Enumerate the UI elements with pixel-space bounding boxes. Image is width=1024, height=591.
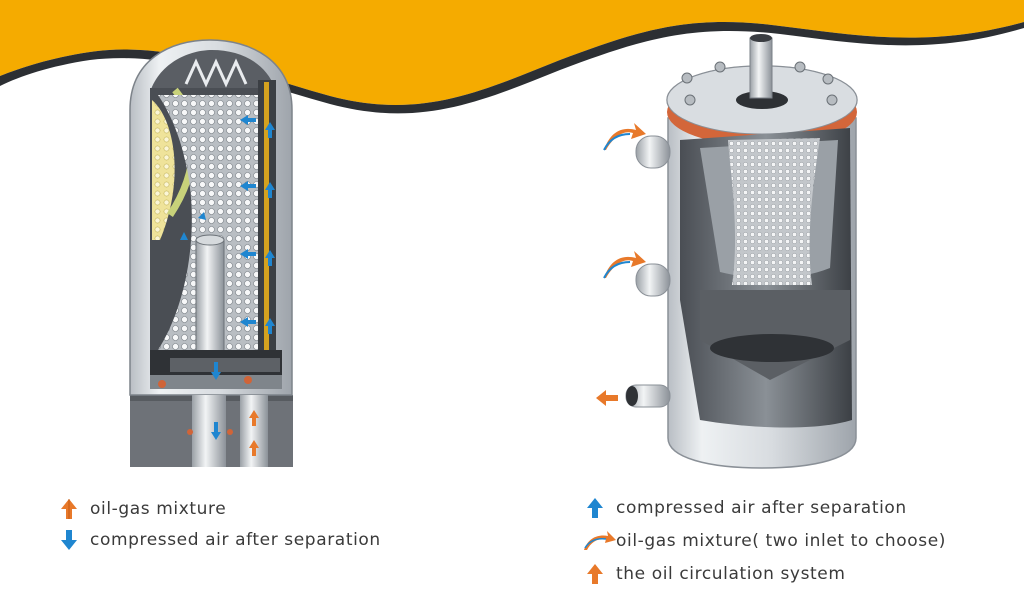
legend-label: compressed air after separation	[90, 529, 381, 550]
orange-up-arrow-icon	[582, 561, 616, 587]
oil-return-arrow	[596, 390, 618, 406]
separator-tank	[596, 34, 858, 469]
blue-up-arrow-icon	[582, 495, 616, 521]
spring	[184, 58, 248, 88]
inlet-arrow-upper	[604, 123, 646, 150]
inlet-pipe-upper	[635, 135, 671, 169]
top-outlet-pipe	[749, 37, 773, 99]
legend-label: oil-gas mixture	[90, 498, 227, 519]
legend-label: oil-gas mixture( two inlet to choose)	[616, 530, 947, 551]
legend-label: compressed air after separation	[616, 497, 907, 518]
banner-wave	[0, 0, 1024, 106]
blue-down-arrow-icon	[56, 527, 90, 553]
legend-item: the oil circulation system	[582, 557, 946, 590]
legend-item: compressed air after separation	[56, 524, 381, 555]
legend-item: compressed air after separation	[582, 491, 946, 524]
central-tube	[195, 239, 225, 361]
cartridge-cutaway	[129, 39, 293, 467]
legend-item: oil-gas mixture	[56, 493, 381, 524]
legend-left: oil-gas mixture compressed air after sep…	[56, 493, 381, 555]
inlet-pipe-lower	[635, 263, 671, 297]
inlet-arrow-lower	[604, 251, 646, 278]
legend-right: compressed air after separation oil-gas …	[582, 491, 946, 590]
orange-up-arrow-icon	[56, 496, 90, 522]
legend-item: oil-gas mixture( two inlet to choose)	[582, 524, 946, 557]
orange-curved-arrow-icon	[582, 528, 616, 554]
legend-label: the oil circulation system	[616, 563, 846, 584]
